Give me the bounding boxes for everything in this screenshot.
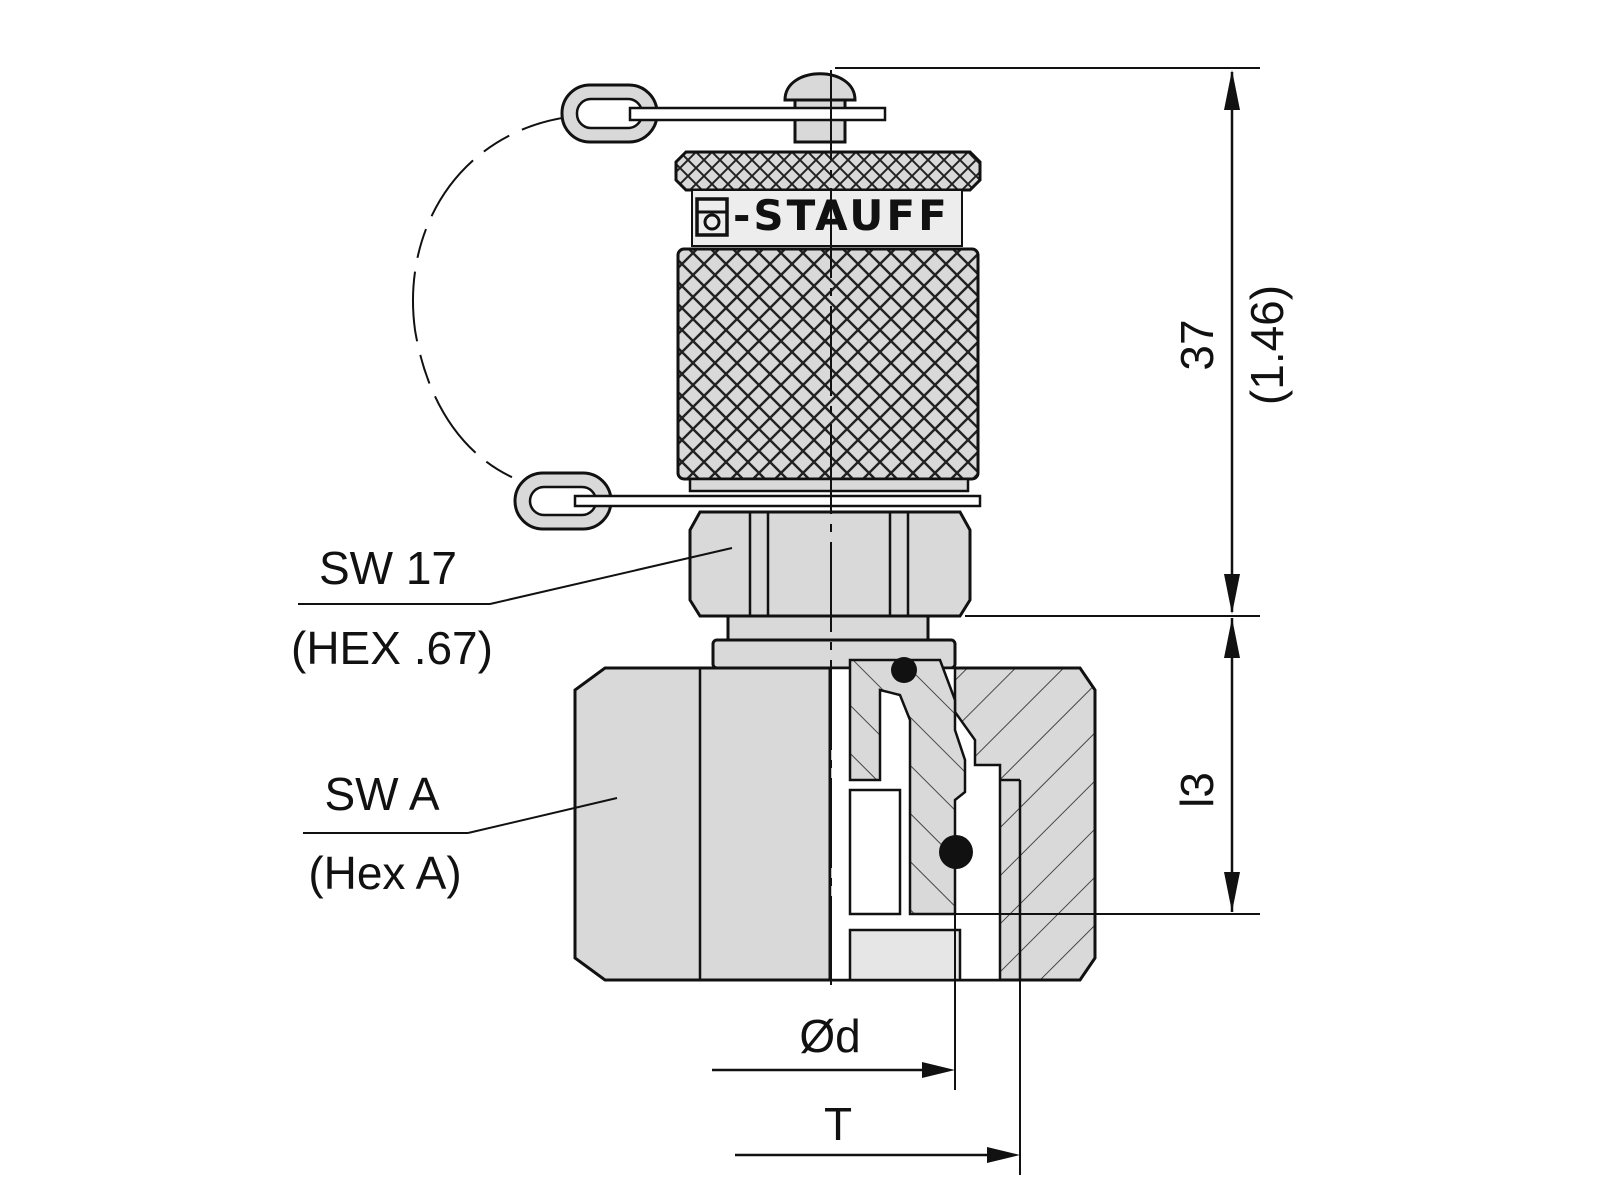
cap-dome xyxy=(783,72,857,102)
dim-146-label: (1.46) xyxy=(1241,285,1293,405)
cap-knurled-grip xyxy=(676,247,980,481)
brand-band xyxy=(691,189,963,247)
leash-strap-bottom xyxy=(573,494,982,508)
leash-chain xyxy=(412,114,591,489)
dim-37-label: 37 xyxy=(1171,319,1223,370)
sw17-label: SW 17 xyxy=(319,542,457,594)
brand-text: -STAUFF xyxy=(733,191,950,240)
cap-top-ring xyxy=(674,150,982,192)
leash-strap-top xyxy=(628,106,887,122)
dim-l3-label: l3 xyxy=(1171,772,1223,808)
body-section xyxy=(828,657,1097,982)
leader-swa xyxy=(467,797,618,834)
leader-sw17 xyxy=(489,547,733,605)
neck xyxy=(726,614,930,642)
swa-label: SW A xyxy=(324,768,439,820)
body-hex-exterior xyxy=(573,666,832,982)
dim-t-label: T xyxy=(824,1098,852,1150)
stauff-logo-icon xyxy=(695,197,729,237)
o-ring-upper xyxy=(891,657,917,683)
hexa-label: (Hex A) xyxy=(308,847,461,899)
dim-od-label: Ød xyxy=(799,1010,860,1062)
hex67-label: (HEX .67) xyxy=(291,622,493,674)
o-ring-lower xyxy=(939,835,973,869)
